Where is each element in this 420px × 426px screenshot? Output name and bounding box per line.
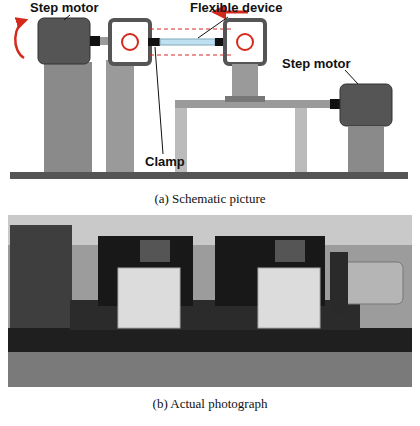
flexible-device xyxy=(160,39,215,45)
clamp-jaw xyxy=(148,38,160,46)
step-motor-left xyxy=(38,18,90,64)
motor-shaft xyxy=(330,99,340,109)
rotation-circle xyxy=(122,34,138,50)
rotation-arrow xyxy=(15,20,26,58)
clamp-housing xyxy=(118,268,180,328)
part-label: Clamp xyxy=(145,154,185,170)
photo-background xyxy=(8,215,412,387)
clamp-box xyxy=(110,20,150,64)
leader-line xyxy=(198,17,228,38)
motor-shaft xyxy=(90,36,100,46)
motor-body xyxy=(140,240,170,262)
clamp-box xyxy=(225,20,265,64)
table-surface xyxy=(8,352,412,387)
clamp-housing xyxy=(258,268,320,328)
part-label: Step motor xyxy=(282,56,351,72)
part-label: Flexible device xyxy=(190,0,283,16)
base-plate xyxy=(10,172,408,179)
motor-body xyxy=(275,240,305,262)
motor-pedestal xyxy=(348,126,384,172)
stage-base xyxy=(8,328,412,352)
motor-mount xyxy=(330,252,348,314)
slider-block xyxy=(225,96,265,102)
rail-support xyxy=(295,108,307,172)
controller-unit xyxy=(10,225,72,330)
leader-line xyxy=(345,70,358,84)
leader-line xyxy=(64,15,70,20)
part-label: Step motor xyxy=(30,0,99,16)
rotation-circle xyxy=(237,34,253,50)
leader-line xyxy=(155,47,163,154)
dashed-guide xyxy=(150,29,232,30)
clamp-support xyxy=(106,60,134,172)
figure-caption: (a) Schematic picture xyxy=(0,191,420,207)
step-motor-right xyxy=(340,84,392,126)
dashed-guide xyxy=(150,55,232,56)
figure-caption: (b) Actual photograph xyxy=(0,396,420,412)
motor-pedestal xyxy=(44,62,92,172)
